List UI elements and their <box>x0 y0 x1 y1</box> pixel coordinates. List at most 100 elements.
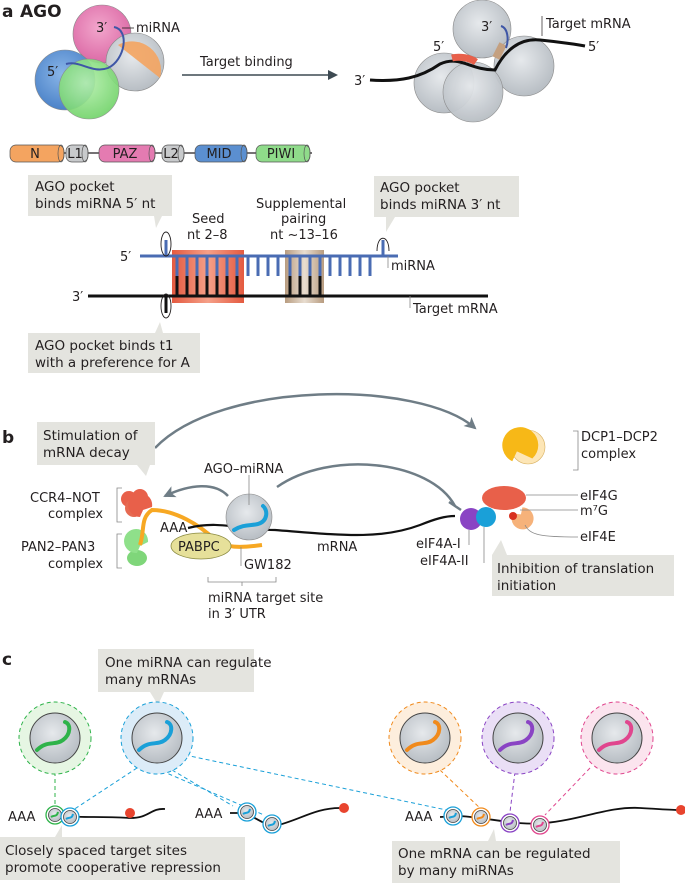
dcp-label-1: DCP1–DCP2 <box>581 430 658 445</box>
domain-label: N <box>30 147 40 162</box>
target-5prime-label: 5′ <box>588 40 599 55</box>
target-mrna-label: Target mRNA <box>545 17 631 32</box>
callout-5prime-line1: AGO pocket <box>35 179 115 195</box>
domain-end <box>303 144 311 163</box>
pan-label-1: PAN2–PAN3 <box>21 540 95 555</box>
domain-label: PIWI <box>267 147 295 162</box>
domain-end <box>177 144 185 163</box>
mirna-strand <box>65 26 125 71</box>
ago-sphere <box>399 712 451 764</box>
eif4g-label: eIF4G <box>580 489 618 504</box>
callout-translation: Inhibition of translation initiation <box>492 540 674 596</box>
aaa-label-c3: AAA <box>405 810 433 825</box>
domain-label: L2 <box>163 147 179 162</box>
mirna-complex-purple <box>481 701 555 775</box>
callout-bg <box>392 829 620 883</box>
ago-sphere <box>131 712 183 764</box>
ccr4-not-label-2: complex <box>48 507 103 522</box>
mrna-3 <box>439 806 681 825</box>
pabpc-label: PABPC <box>178 540 220 555</box>
supp-label-2: pairing <box>281 212 326 227</box>
mirna-complex-orange <box>388 701 462 775</box>
deadenylation-arrow <box>163 485 229 498</box>
pan2-pan3-complex <box>124 529 149 566</box>
bound-lobe-top <box>452 0 512 59</box>
domain-l1: L1 <box>65 144 89 163</box>
callout-bg <box>28 322 200 373</box>
target-site-line2: in 3′ UTR <box>208 607 266 622</box>
callout-one-mrna: One mRNA can be regulated by many miRNAs <box>392 829 620 883</box>
cap-2 <box>339 803 349 813</box>
eif4e-leader <box>524 524 579 538</box>
callout-bg <box>0 825 245 880</box>
site-mirna <box>65 813 74 820</box>
mrna-label: mRNA <box>317 540 357 555</box>
pan-sub1 <box>127 550 147 566</box>
eif4a2-label: eIF4A-II <box>420 554 469 569</box>
pair-mirna-label: miRNA <box>391 259 435 274</box>
seed-label-1: Seed <box>192 212 225 227</box>
domain-end <box>148 144 156 163</box>
piwi-lobe <box>58 58 120 120</box>
pocket-5prime <box>160 231 172 257</box>
callout-5prime-nt: AGO pocket binds miRNA 5′ nt <box>28 175 172 228</box>
m7g-cap <box>509 512 517 520</box>
mirna-in-ago <box>232 504 269 532</box>
site-mirna <box>505 819 514 826</box>
pan-label-2: complex <box>48 557 103 572</box>
callout-decay-line2: mRNA decay <box>43 445 130 461</box>
aaa-label-b: AAA <box>160 521 188 536</box>
target-3prime-label: 3′ <box>354 74 365 89</box>
callout-3prime-line2: binds miRNA 3′ nt <box>380 197 500 213</box>
aaa-label-c2: AAA <box>195 807 223 822</box>
callout-decay-line1: Stimulation of <box>43 428 139 444</box>
domain-paz: PAZ <box>98 144 156 163</box>
translation-inhibition-arc <box>276 463 457 507</box>
panel-label-b: b <box>2 428 14 448</box>
domain-label: L1 <box>67 147 83 162</box>
callout-one-mirna-line2: many mRNAs <box>105 672 196 688</box>
ccr4-not-label-1: CCR4–NOT <box>30 491 100 506</box>
callout-bg <box>492 540 674 596</box>
target-site-green <box>45 805 65 825</box>
gw182-label: GW182 <box>244 558 292 573</box>
bound-5prime-label: 5′ <box>433 40 444 55</box>
ccr4-sub4 <box>128 493 153 517</box>
aaa-label-c1: AAA <box>8 810 36 825</box>
callout-t1: AGO pocket binds t1 with a preference fo… <box>28 322 200 373</box>
domain-label: MID <box>206 147 231 162</box>
callout-one-mirna-line1: One miRNA can regulate <box>105 655 272 671</box>
callout-bg <box>374 176 519 232</box>
target-site-bracket <box>207 577 277 586</box>
site-mirna <box>476 813 485 820</box>
callout-translation-line1: Inhibition of translation <box>497 561 654 577</box>
pan-bracket <box>116 533 122 569</box>
mirna-strand <box>35 720 72 752</box>
cap-3 <box>676 805 685 815</box>
eif4e-protein <box>511 507 534 530</box>
inhibition-bar <box>448 500 462 512</box>
eif4e-label: eIF4E <box>580 530 616 545</box>
domain-end <box>81 144 89 163</box>
pabpc-protein <box>170 532 232 560</box>
mirna-label: miRNA <box>136 21 180 36</box>
mirna-strand <box>405 720 442 752</box>
pair-5prime-label: 5′ <box>120 250 131 265</box>
callout-bg <box>98 649 254 705</box>
target-site-orange <box>471 807 491 827</box>
connector-orange <box>439 769 483 811</box>
pairing-diagram: 5′ 3′ Seed nt 2–8 Supplemental pairing n… <box>72 197 498 319</box>
target-mrna-strand <box>369 38 586 82</box>
target-binding-label: Target binding <box>199 55 293 70</box>
pocket-t1 <box>160 293 172 319</box>
domain-end <box>240 144 248 163</box>
ago-title: AGO <box>20 2 62 22</box>
dcp-label-2: complex <box>581 447 636 462</box>
mirna-3prime-label: 3′ <box>96 21 107 36</box>
mirna-5prime-label: 5′ <box>47 65 58 80</box>
m7g-label: m⁷G <box>580 504 608 519</box>
target-site-pink <box>530 815 550 835</box>
dcp-bracket <box>573 430 579 471</box>
callout-coop-line2: promote cooperative repression <box>5 860 221 876</box>
